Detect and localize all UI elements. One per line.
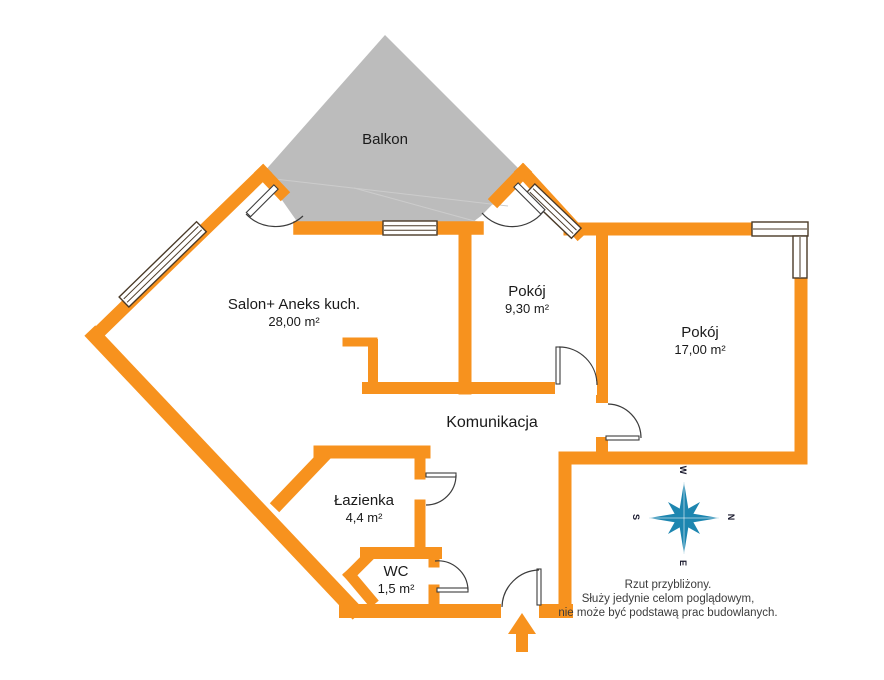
disclaimer-line: Służy jedynie celom poglądowym, (581, 593, 755, 605)
room-area: 17,00 m² (674, 342, 726, 357)
window (524, 182, 583, 240)
balcony-label: Balkon (362, 131, 408, 148)
compass-rose-icon (649, 482, 719, 554)
door-room-930 (555, 346, 598, 386)
room-label-komunikacja: Komunikacja (412, 413, 572, 432)
entrance-arrow-icon (508, 613, 536, 652)
door-balcony-salon (245, 184, 304, 228)
door-room-17 (605, 403, 642, 441)
room-name: Pokój (508, 283, 546, 300)
window (382, 220, 438, 236)
windows-layer (118, 182, 809, 309)
room-label-salon: Salon+ Aneks kuch. 28,00 m² (194, 295, 394, 329)
room-label-pokoj-17: Pokój 17,00 m² (640, 323, 760, 357)
compass-letter-n: N (726, 513, 736, 521)
room-area: 1,5 m² (377, 581, 415, 596)
disclaimer-note: Rzut przybliżony. Służy jedynie celom po… (508, 578, 828, 620)
door-openings (501, 381, 609, 619)
doors-layer (245, 182, 642, 608)
compass-letter-e: E (678, 559, 688, 566)
door-wc (434, 560, 469, 593)
disclaimer-line: nie może być podstawą prac budowlanych. (558, 607, 778, 619)
window (118, 220, 208, 309)
compass-letter-w: W (678, 465, 688, 475)
compass-letter-s: S (631, 513, 641, 520)
room-area: 4,4 m² (345, 510, 383, 525)
room-name: Pokój (681, 324, 719, 341)
room-name: Łazienka (333, 492, 395, 509)
balcony-area (263, 35, 523, 230)
window (751, 221, 809, 279)
disclaimer-line: Rzut przybliżony. (624, 579, 712, 591)
room-name: WC (383, 563, 409, 580)
door-entrance (501, 568, 542, 608)
room-name: Salon+ Aneks kuch. (227, 296, 361, 313)
door-bathroom (425, 472, 457, 506)
room-label-pokoj-930: Pokój 9,30 m² (467, 282, 587, 316)
room-area: 28,00 m² (268, 314, 320, 329)
door-balcony-room (481, 182, 546, 228)
room-label-wc: WC 1,5 m² (336, 562, 456, 596)
room-label-lazienka: Łazienka 4,4 m² (304, 491, 424, 525)
room-area: 9,30 m² (504, 301, 550, 316)
room-name: Komunikacja (446, 414, 538, 431)
